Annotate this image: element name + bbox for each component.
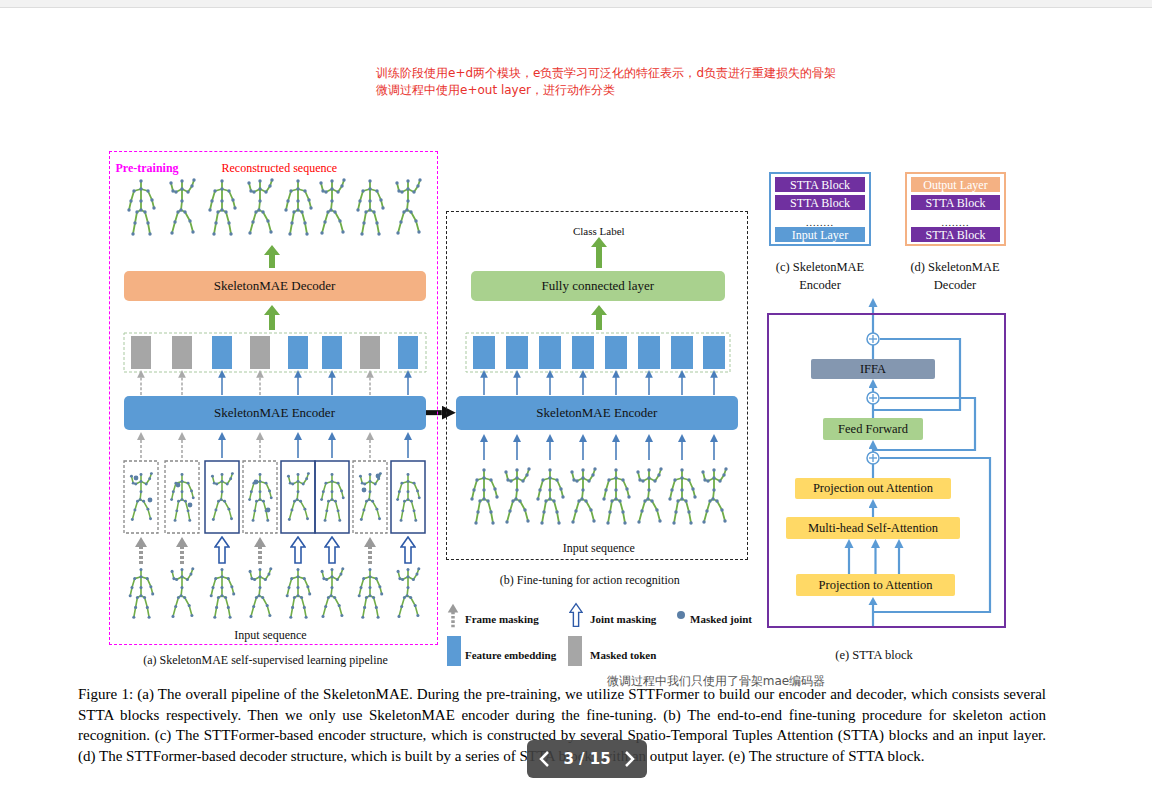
output-label: Class Label [573,225,625,237]
region-subtitle-slot: Reconstructed sequence [222,158,338,176]
browser-bar [0,0,1152,8]
legend-label-slot: Masked token [590,645,656,663]
legend-label: Masked joint [690,613,752,625]
panel-caption-slot: (c) SkeletonMAE Encoder [760,257,880,293]
legend-label-slot: Masked joint [690,609,752,627]
fc-layer-box: Fully connected layer [471,271,725,301]
box-label: Fully connected layer [541,279,654,292]
stta-block-box: STTA Block [911,227,1000,242]
box-label: Feed Forward [838,423,908,436]
panel-caption-slot: (a) SkeletonMAE self-supervised learning… [101,650,431,668]
input-skeletons-a [129,567,421,619]
legend-label: Masked token [590,649,656,661]
box-label: Output Layer [923,179,987,191]
legend-swatch [568,636,582,666]
legend-label: Frame masking [465,613,539,625]
masking-arrows [135,537,415,564]
box-label: Projection out Attention [813,482,933,495]
reconstructed-skeletons [127,178,421,235]
attention-box: Projection to Attention [796,574,955,596]
legend-icons [448,604,685,628]
output-label-slot: Class Label [539,221,659,239]
token-row-b [466,333,730,372]
panel-caption-slot: (b) Fine-tuning for action recognition [440,570,740,588]
input-layer-box: Input Layer [775,227,865,242]
annotation-note: 微调过程中使用e+out layer，进行动作分类 [376,83,615,97]
encoder-box: SkeletonMAE Encoder [456,396,738,430]
box-label: SkeletonMAE Decoder [214,279,336,292]
output-layer-box: Output Layer [911,177,1000,192]
stta-block-box: STTA Block [911,195,1000,210]
legend-label: Feature embedding [465,649,556,661]
attention-box: Multi-head Self-Attention [786,517,960,539]
box-label: STTA Block [790,197,850,209]
legend-label: Joint masking [590,613,656,625]
panel-caption-slot: (e) STTA block [794,645,954,663]
region-title-slot: Pre-training [116,158,179,176]
panel-caption-slot: (d) SkeletonMAE Decoder [895,257,1015,293]
annotation-note-slot: 训练阶段使用e+d两个模块，e负责学习可泛化的特征表示，d负责进行重建损失的骨架 [376,63,836,82]
page-indicator: 3 / 15 [527,740,647,778]
attention-box: Projection out Attention [795,478,951,499]
stta-block-arrowheads [845,298,904,605]
region-title: Pre-training [116,161,179,175]
sequence-label-slot: Input sequence [539,538,659,556]
box-label: Multi-head Self-Attention [808,522,938,535]
panel-caption: (b) Fine-tuning for action recognition [500,573,680,587]
panel-caption: (d) SkeletonMAE Decoder [910,260,999,292]
legend-label-slot: Joint masking [590,609,656,627]
encoder-box: SkeletonMAE Encoder [124,396,426,430]
masked-frames [124,461,425,533]
stta-block-box: STTA Block [775,177,865,192]
token-row-a [124,333,426,372]
connector-arrow [426,410,442,415]
finetune-region: Class LabelInput sequence(b) Fine-tuning… [446,211,748,560]
iffa-box: IFFA [811,359,935,379]
decoder-box: SkeletonMAE Decoder [124,271,426,301]
box-label: STTA Block [925,229,985,241]
box-label: STTA Block [790,179,850,191]
box-label: Projection to Attention [819,579,933,592]
sequence-label-slot: Input sequence [191,625,351,643]
encoder-structure-box: ........(c) SkeletonMAE EncoderSTTA Bloc… [769,172,871,246]
input-skeletons-b [470,467,727,524]
connector-arrow [874,548,876,574]
feed-forward-box: Feed Forward [823,418,923,440]
stta-structure-box: (e) STTA blockIFFAFeed ForwardProjection… [767,313,1006,628]
annotation-note-slot: 微调过程中使用e+out layer，进行动作分类 [376,80,615,99]
stta-block-box: STTA Block [775,195,865,210]
region-subtitle: Reconstructed sequence [222,161,338,175]
pretraining-region: Pre-training Reconstructed sequenceInput … [109,151,438,645]
box-label: SkeletonMAE Encoder [214,406,335,419]
sequence-label: Input sequence [234,628,306,642]
box-label: SkeletonMAE Encoder [536,406,657,419]
legend-swatch [447,636,461,666]
box-label: IFFA [860,363,886,376]
subtitle-overlay: 微调过程中我们只使用了骨架mae编码器 [607,674,825,688]
box-label: STTA Block [925,197,985,209]
page-number: 3 / 15 [563,750,610,768]
sequence-label: Input sequence [563,541,635,555]
panel-caption: (c) SkeletonMAE Encoder [776,260,865,292]
panel-caption: (a) SkeletonMAE self-supervised learning… [143,653,388,667]
decoder-structure-box: ........(d) SkeletonMAE DecoderOutput La… [905,172,1006,246]
legend-label-slot: Frame masking [465,609,539,627]
box-label: Input Layer [792,229,848,241]
legend-label-slot: Feature embedding [465,645,556,663]
annotation-note: 训练阶段使用e+d两个模块，e负责学习可泛化的特征表示，d负责进行重建损失的骨架 [376,66,836,80]
panel-caption: (e) STTA block [835,648,912,662]
connector-arrow [872,508,874,517]
